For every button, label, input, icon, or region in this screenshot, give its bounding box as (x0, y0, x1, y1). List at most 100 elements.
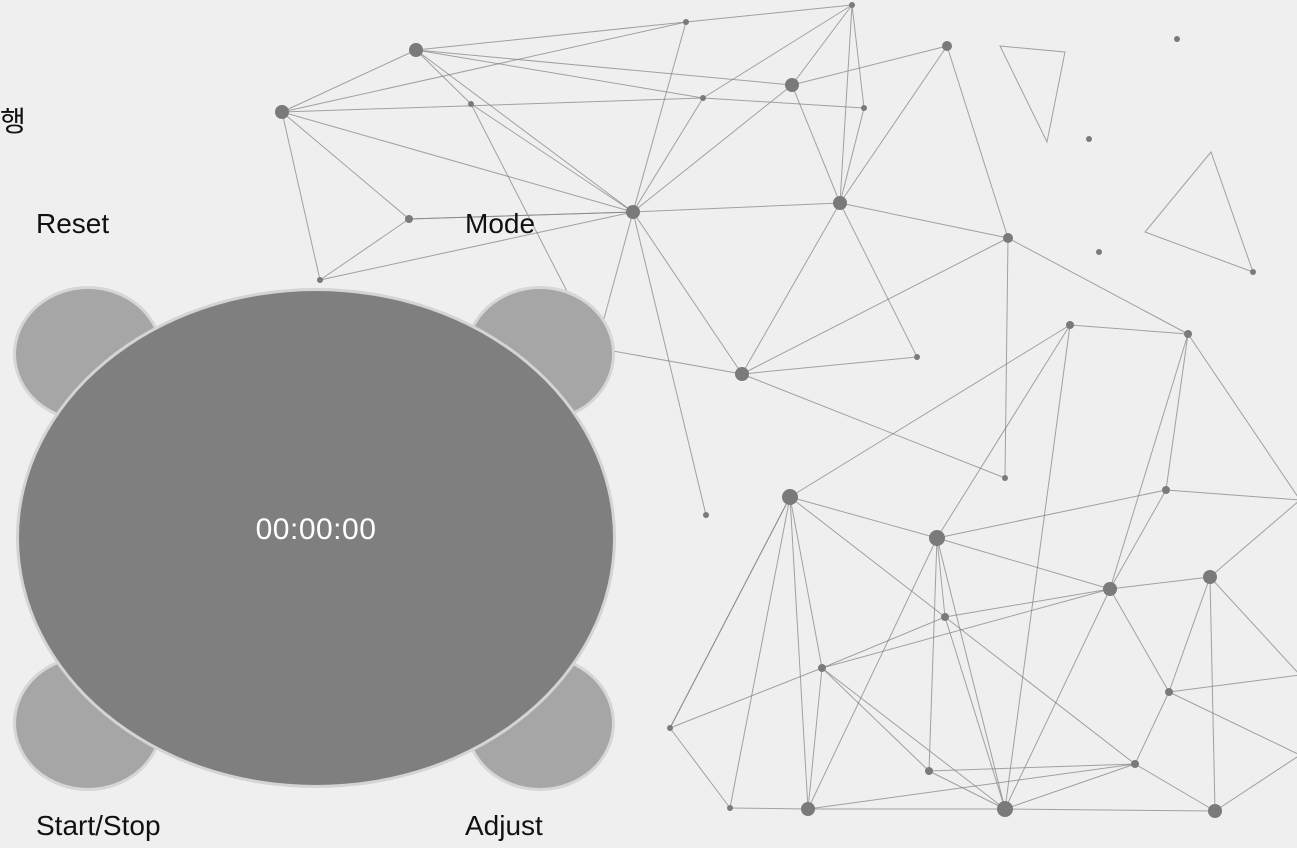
network-line (839, 45, 948, 204)
network-line (741, 356, 918, 375)
network-line (415, 49, 793, 86)
network-line (1004, 588, 1111, 810)
network-line (1069, 324, 1189, 335)
network-line (807, 537, 938, 810)
network-line (702, 97, 865, 109)
network-line (1209, 501, 1297, 578)
network-line (936, 537, 1006, 810)
network-line (928, 770, 1006, 810)
network-node (317, 277, 323, 283)
network-line (807, 763, 1136, 810)
network-dot (1250, 269, 1256, 275)
network-node (1003, 233, 1013, 243)
network-node (942, 41, 952, 51)
network-line (729, 807, 809, 810)
adjust-label: Adjust (465, 810, 543, 841)
network-line (1004, 808, 1216, 812)
network-node (727, 805, 733, 811)
network-line (928, 537, 938, 772)
network-node (997, 801, 1013, 817)
network-node (914, 354, 920, 360)
network-line (415, 49, 704, 99)
network-line (821, 667, 930, 772)
network-line (741, 237, 1009, 375)
network-line (741, 373, 1006, 479)
network-line (1134, 763, 1216, 812)
network-line (415, 49, 472, 105)
network-line (595, 347, 743, 375)
network-node (275, 105, 289, 119)
network-line (1109, 333, 1189, 590)
network-line (632, 97, 704, 213)
network-line (632, 84, 793, 213)
network-node (801, 802, 815, 816)
network-node (1162, 486, 1170, 494)
mode-label: Mode (465, 208, 536, 239)
network-node (468, 101, 474, 107)
network-line (632, 21, 687, 213)
network-line (928, 763, 1136, 772)
network-node (683, 19, 689, 25)
network-line (1209, 576, 1216, 812)
network-line (1109, 576, 1211, 590)
network-node (405, 215, 413, 223)
network-node (409, 43, 423, 57)
network-line (1004, 763, 1136, 810)
network-line (821, 667, 1006, 810)
network-node (941, 613, 949, 621)
network-node (667, 725, 673, 731)
network-line (791, 84, 841, 204)
network-node (833, 196, 847, 210)
network-line (319, 211, 634, 281)
network-line (946, 45, 1009, 239)
network-node (861, 105, 867, 111)
network-line (839, 202, 918, 358)
network-line (789, 496, 938, 539)
network-line (1209, 576, 1297, 673)
network-line (319, 218, 410, 281)
network-line (1214, 756, 1297, 812)
network-line (791, 45, 948, 86)
network-line (408, 211, 634, 220)
network-line (281, 97, 704, 113)
network-line (791, 4, 853, 86)
network-line (1004, 324, 1071, 810)
network-node (626, 205, 640, 219)
network-line (415, 49, 634, 213)
network-line (936, 537, 946, 618)
network-node (703, 512, 709, 518)
network-line (702, 4, 853, 99)
network-line (1165, 333, 1189, 491)
network-node (929, 530, 945, 546)
network-line (789, 324, 1071, 498)
network-line (1168, 674, 1297, 693)
network-line (1168, 691, 1297, 755)
network-node (735, 367, 749, 381)
network-line (851, 4, 865, 109)
network-node (1203, 570, 1217, 584)
network-line (281, 21, 687, 113)
network-line (281, 111, 634, 213)
network-line (839, 107, 865, 204)
network-node (1208, 804, 1222, 818)
network-line (685, 4, 853, 23)
network-line (936, 537, 1111, 590)
network-dot (1096, 249, 1102, 255)
network-node (1066, 321, 1074, 329)
network-line (281, 49, 417, 113)
network-line (936, 324, 1071, 539)
network-dot (1174, 36, 1180, 42)
network-dot (1086, 136, 1092, 142)
time-display: 00:00:00 (255, 513, 377, 546)
network-line (669, 496, 791, 729)
network-line (1109, 588, 1170, 693)
network-node (1131, 760, 1139, 768)
network-line (415, 21, 687, 51)
network-node (818, 664, 826, 672)
network-line (944, 616, 1006, 810)
network-line (936, 489, 1167, 539)
network-line (470, 103, 634, 213)
network-node (1002, 475, 1008, 481)
reset-label: Reset (36, 208, 110, 239)
network-line (632, 211, 707, 516)
